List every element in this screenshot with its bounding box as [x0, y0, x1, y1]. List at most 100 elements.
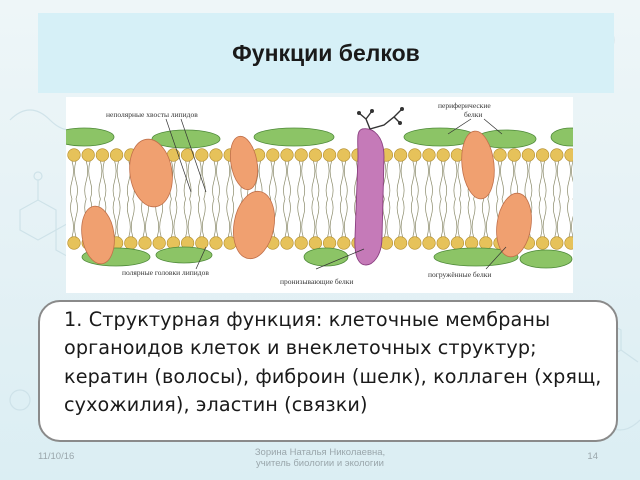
- title-bar: Функции белков: [38, 13, 614, 93]
- footer-author: Зорина Наталья Николаевна, учитель биоло…: [220, 447, 420, 469]
- lipid-tail-upper: [283, 160, 291, 200]
- lipid-tail-upper: [410, 160, 419, 200]
- lipid-head-lower: [294, 236, 308, 250]
- embedded-protein: [461, 130, 495, 200]
- peripheral-protein: [519, 249, 573, 269]
- lipid-tail-lower: [439, 198, 448, 238]
- lipid-head-lower: [436, 236, 450, 250]
- lipid-head-lower: [152, 236, 166, 250]
- lipid-head-upper: [337, 148, 351, 162]
- lipid-tail-upper: [84, 160, 93, 200]
- glycocalyx-node: [400, 107, 404, 111]
- lipid-head-lower: [408, 236, 422, 250]
- lipid-tail-upper: [311, 160, 320, 200]
- lipid-tail-upper: [552, 160, 561, 200]
- lipid-head-lower: [479, 236, 493, 250]
- lipid-tail-lower: [197, 198, 206, 238]
- lipid-tail-lower: [467, 198, 476, 238]
- lipid-tail-upper: [538, 160, 547, 200]
- lipid-tail-lower: [70, 198, 78, 238]
- lipid-tail-lower: [126, 198, 135, 238]
- peripheral-protein: [253, 127, 335, 147]
- lipid-head-lower: [67, 236, 81, 250]
- body-text: 1. Структурная функция: клеточные мембра…: [64, 308, 602, 416]
- lipid-tail-upper: [496, 160, 504, 200]
- lipid-head-lower: [195, 236, 209, 250]
- label-leader-lines: [165, 118, 507, 270]
- glycocalyx-chain: [358, 108, 403, 130]
- footer-author-line1: Зорина Наталья Николаевна,: [254, 447, 386, 458]
- lipid-head-upper: [109, 148, 124, 162]
- lipid-tail-lower: [425, 198, 433, 238]
- lipid-tail-upper: [112, 160, 121, 200]
- glycocalyx-node: [398, 121, 402, 125]
- lipid-head-lower: [323, 236, 337, 250]
- lipid-head-upper: [323, 148, 337, 162]
- slide-title: Функции белков: [232, 39, 420, 66]
- embedded-protein: [496, 192, 532, 258]
- lipid-tail-upper: [425, 160, 433, 200]
- lipid-tail-upper: [453, 160, 462, 200]
- lipid-tail-lower: [311, 198, 320, 238]
- lipid-tail-upper: [567, 160, 573, 200]
- lipid-head-upper: [436, 148, 450, 162]
- lipid-head-upper: [195, 148, 209, 162]
- peripheral-protein: [433, 247, 519, 267]
- glycocalyx-node: [370, 109, 374, 113]
- lipid-tail-upper: [226, 160, 235, 200]
- lipid-tail-upper: [439, 160, 448, 200]
- lipid-head-lower: [422, 236, 436, 250]
- lipid-tail-upper: [197, 160, 206, 200]
- lipid-tail-lower: [226, 198, 235, 238]
- lipid-head-lower: [536, 236, 550, 250]
- content-textbox: 1. Структурная функция: клеточные мембра…: [38, 300, 618, 442]
- lipid-head-upper: [294, 148, 308, 162]
- lipid-tail-upper: [339, 160, 348, 200]
- lipid-head-upper: [507, 148, 521, 162]
- lipid-tail-lower: [481, 198, 490, 238]
- lipid-head-upper: [493, 148, 507, 162]
- lipid-head-upper: [180, 148, 195, 162]
- lipid-head-lower: [337, 236, 351, 250]
- lipid-head-upper: [550, 148, 564, 162]
- embedded-protein: [81, 205, 115, 265]
- lipid-tail-upper: [70, 160, 78, 200]
- peripheral-protein: [151, 129, 221, 149]
- lipid-head-lower: [280, 236, 294, 250]
- lipid-head-upper: [81, 148, 95, 162]
- lipid-tail-lower: [169, 198, 178, 238]
- lipid-tail-upper: [297, 160, 306, 200]
- lipid-head-upper: [422, 148, 436, 162]
- lipid-tail-upper: [524, 160, 533, 200]
- lipid-tail-lower: [396, 198, 405, 238]
- lipid-tail-lower: [297, 198, 306, 238]
- lipid-head-upper: [67, 148, 81, 162]
- glycocalyx-node: [357, 111, 361, 115]
- lipid-tail-lower: [112, 198, 121, 238]
- lipid-tail-lower: [339, 198, 348, 238]
- lipid-head-upper: [564, 148, 573, 162]
- lipid-head-lower: [564, 236, 573, 250]
- lipid-tail-lower: [538, 198, 547, 238]
- embedded-protein: [229, 135, 259, 191]
- lipid-tail-lower: [552, 198, 561, 238]
- lipid-tail-upper: [212, 160, 220, 200]
- lipid-tail-lower: [325, 198, 334, 238]
- transmembrane-protein: [354, 128, 385, 266]
- peripheral-protein: [155, 246, 213, 264]
- membrane-figure: неполярные хвосты липидов периферические…: [66, 97, 573, 293]
- lipid-head-upper: [408, 148, 422, 162]
- label-nonpolar-tails: неполярные хвосты липидов: [106, 110, 198, 119]
- label-peripheral-proteins-2: белки: [464, 110, 483, 119]
- lipid-tail-lower: [382, 198, 391, 238]
- lipid-tail-upper: [183, 160, 192, 200]
- embedded-protein: [233, 190, 275, 260]
- peripheral-protein: [66, 127, 115, 147]
- lipid-tail-upper: [268, 160, 277, 200]
- lipid-head-upper: [209, 148, 223, 162]
- label-transmembrane-proteins: пронизывающие белки: [280, 277, 354, 286]
- lipid-head-lower: [465, 236, 479, 250]
- lipid-tail-lower: [453, 198, 462, 238]
- lipid-head-lower: [138, 236, 152, 250]
- membrane-diagram: [66, 107, 573, 270]
